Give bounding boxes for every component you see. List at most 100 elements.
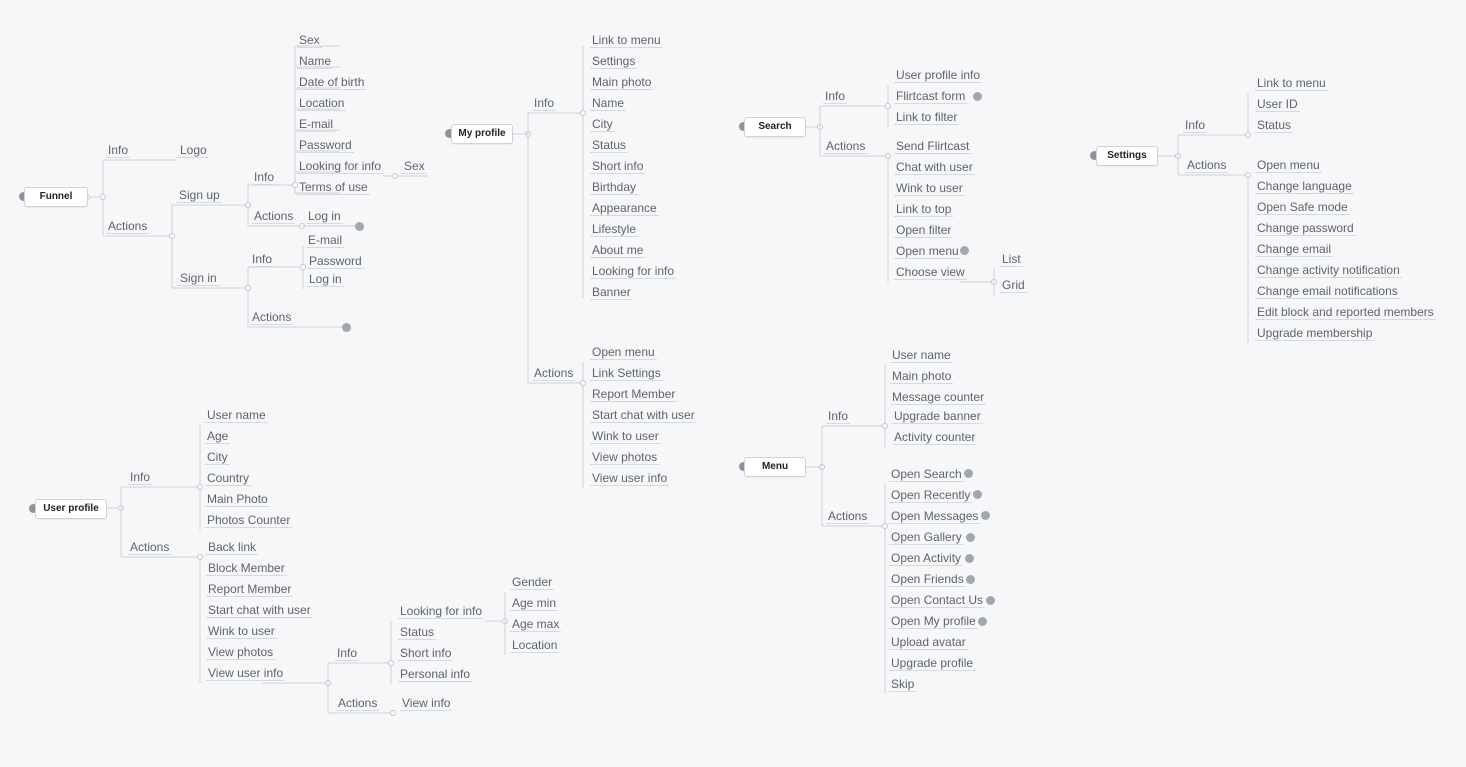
user-profile-action-item[interactable]: Block Member xyxy=(206,561,287,576)
funnel-actions-group[interactable]: Actions xyxy=(106,219,150,234)
user-profile-action-item[interactable]: Wink to user xyxy=(206,624,277,639)
menu-action-item[interactable]: Skip xyxy=(889,677,917,692)
settings-action-item[interactable]: Open menu xyxy=(1255,158,1322,173)
menu-action-item[interactable]: Open Search xyxy=(889,467,964,482)
my-profile-action-item[interactable]: Open menu xyxy=(590,345,657,360)
search-action-item[interactable]: Chat with user xyxy=(894,160,975,175)
view-option-grid[interactable]: Grid xyxy=(1000,278,1027,293)
my-profile-info-item[interactable]: Status xyxy=(590,138,629,153)
menu-action-item[interactable]: Open Contact Us xyxy=(889,593,986,608)
my-profile-info-item[interactable]: Link to menu xyxy=(590,33,663,48)
menu-info-group[interactable]: Info xyxy=(826,409,851,424)
user-profile-info-item[interactable]: Age xyxy=(205,429,231,444)
funnel-node-handle[interactable] xyxy=(19,192,28,201)
my-profile-info-group[interactable]: Info xyxy=(532,96,557,111)
looking-for-sex[interactable]: Sex xyxy=(402,159,427,174)
menu-action-item[interactable]: Open Gallery xyxy=(889,530,964,545)
sign-up-info-item[interactable]: Name xyxy=(297,54,334,69)
settings-info-item[interactable]: Status xyxy=(1255,118,1294,133)
looking-for-item[interactable]: Age max xyxy=(510,617,562,632)
user-profile-action-item[interactable]: Back link xyxy=(206,540,259,555)
my-profile-info-item[interactable]: Lifestyle xyxy=(590,222,639,237)
sign-up-info-item[interactable]: Sex xyxy=(297,33,322,48)
menu-action-item[interactable]: Open Activity xyxy=(889,551,964,566)
search-action-item[interactable]: Link to top xyxy=(894,202,954,217)
menu-action-item[interactable]: Open My profile xyxy=(889,614,978,629)
menu-info-item[interactable]: User name xyxy=(890,348,953,363)
search-info-item[interactable]: Flirtcast form xyxy=(894,89,968,104)
user-profile-info-item[interactable]: City xyxy=(205,450,230,465)
sign-up-info-item[interactable]: Location xyxy=(297,96,347,111)
my-profile-info-item[interactable]: Appearance xyxy=(590,201,659,216)
my-profile-action-item[interactable]: View photos xyxy=(590,450,660,465)
settings-info-group[interactable]: Info xyxy=(1183,118,1208,133)
my-profile-info-item[interactable]: Looking for info xyxy=(590,264,677,279)
search-info-group[interactable]: Info xyxy=(823,89,848,104)
menu-action-item[interactable]: Upgrade profile xyxy=(889,656,976,671)
my-profile-actions-group[interactable]: Actions xyxy=(532,366,576,381)
root-node-user-profile[interactable]: User profile xyxy=(35,499,107,519)
settings-action-item[interactable]: Change language xyxy=(1255,179,1354,194)
user-profile-action-item[interactable]: Report Member xyxy=(206,582,294,597)
my-profile-action-item[interactable]: Link Settings xyxy=(590,366,663,381)
view-user-info-info-group[interactable]: Info xyxy=(335,646,360,661)
search-action-item[interactable]: Choose view xyxy=(894,265,967,280)
sign-up-info-item[interactable]: Terms of use xyxy=(297,180,370,195)
root-node-search[interactable]: Search xyxy=(744,117,806,137)
my-profile-action-item[interactable]: Report Member xyxy=(590,387,678,402)
sign-up-actions-group[interactable]: Actions xyxy=(252,209,296,224)
funnel-logo[interactable]: Logo xyxy=(178,143,209,158)
sign-up-info-item[interactable]: Date of birth xyxy=(297,75,367,90)
menu-action-item[interactable]: Open Recently xyxy=(889,488,973,503)
menu-actions-group[interactable]: Actions xyxy=(826,509,870,524)
settings-info-item[interactable]: Link to menu xyxy=(1255,76,1328,91)
view-info-link[interactable]: View info xyxy=(400,696,453,711)
sign-in-info-item[interactable]: Log in xyxy=(307,272,344,287)
view-user-info-actions-group[interactable]: Actions xyxy=(336,696,380,711)
menu-info-item[interactable]: Activity counter xyxy=(892,430,978,445)
my-profile-info-item[interactable]: Main photo xyxy=(590,75,654,90)
view-user-info-item[interactable]: Personal info xyxy=(398,667,473,682)
search-actions-group[interactable]: Actions xyxy=(824,139,868,154)
sign-in-info-group[interactable]: Info xyxy=(250,252,275,267)
funnel-sign-in[interactable]: Sign in xyxy=(178,271,219,286)
user-profile-action-item[interactable]: View photos xyxy=(206,645,276,660)
search-info-item[interactable]: User profile info xyxy=(894,68,983,83)
sign-up-info-item[interactable]: Password xyxy=(297,138,354,153)
settings-action-item[interactable]: Change activity notification xyxy=(1255,263,1402,278)
sign-in-info-item[interactable]: E-mail xyxy=(306,233,345,248)
user-profile-node-handle[interactable] xyxy=(29,504,38,513)
my-profile-info-item[interactable]: About me xyxy=(590,243,646,258)
user-profile-info-group[interactable]: Info xyxy=(128,470,153,485)
settings-action-item[interactable]: Change email xyxy=(1255,242,1334,257)
my-profile-info-item[interactable]: Short info xyxy=(590,159,646,174)
settings-node-handle[interactable] xyxy=(1090,151,1099,160)
settings-action-item[interactable]: Edit block and reported members xyxy=(1255,305,1436,320)
looking-for-item[interactable]: Gender xyxy=(510,575,555,590)
root-node-settings[interactable]: Settings xyxy=(1096,146,1158,166)
user-profile-info-item[interactable]: User name xyxy=(205,408,268,423)
view-user-info-item[interactable]: Looking for info xyxy=(398,604,485,619)
root-node-funnel[interactable]: Funnel xyxy=(24,187,88,207)
sign-up-info-item[interactable]: Looking for info xyxy=(297,159,384,174)
menu-action-item[interactable]: Upload avatar xyxy=(889,635,968,650)
my-profile-info-item[interactable]: Settings xyxy=(590,54,638,69)
search-action-item[interactable]: Open menu xyxy=(894,244,961,259)
looking-for-item[interactable]: Age min xyxy=(510,596,559,611)
my-profile-info-item[interactable]: Birthday xyxy=(590,180,639,195)
view-option-list[interactable]: List xyxy=(1000,252,1023,267)
search-action-item[interactable]: Send Flirtcast xyxy=(894,139,972,154)
funnel-sign-up[interactable]: Sign up xyxy=(177,188,222,203)
user-profile-actions-group[interactable]: Actions xyxy=(128,540,172,555)
my-profile-info-item[interactable]: City xyxy=(590,117,615,132)
menu-node-handle[interactable] xyxy=(739,462,748,471)
funnel-info-group[interactable]: Info xyxy=(106,143,131,158)
user-profile-action-item[interactable]: Start chat with user xyxy=(206,603,313,618)
user-profile-action-item[interactable]: View user info xyxy=(206,666,286,681)
sign-up-info-group[interactable]: Info xyxy=(252,170,277,185)
settings-info-item[interactable]: User ID xyxy=(1255,97,1300,112)
my-profile-info-item[interactable]: Banner xyxy=(590,285,633,300)
my-profile-info-item[interactable]: Name xyxy=(590,96,627,111)
menu-action-item[interactable]: Open Friends xyxy=(889,572,966,587)
menu-info-item[interactable]: Upgrade banner xyxy=(892,409,983,424)
